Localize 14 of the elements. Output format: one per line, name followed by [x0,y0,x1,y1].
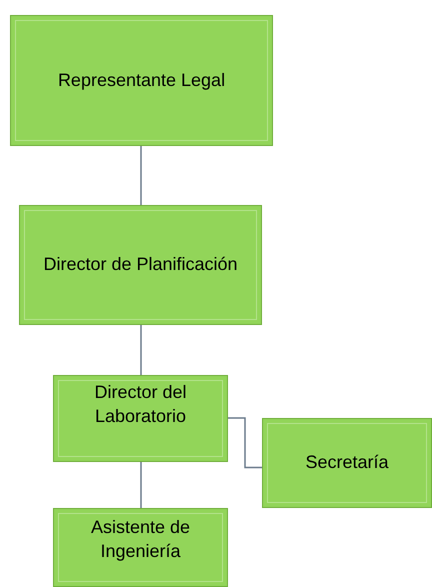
org-box [10,15,273,146]
node-label: Representante Legal [58,68,226,92]
connector-line [228,417,262,468]
connector-line [140,462,142,508]
org-box [19,205,262,325]
node-label: Director del Laboratorio [93,381,188,428]
org-box [53,375,228,462]
node-label: Secretaría [305,451,389,474]
org-box [53,508,228,587]
connector-line [140,146,142,205]
connector-line [140,325,142,375]
org-box [262,418,432,508]
node-label: Asistente de Ingeniería [90,516,192,563]
node-label: Director de Planificación [43,253,238,276]
